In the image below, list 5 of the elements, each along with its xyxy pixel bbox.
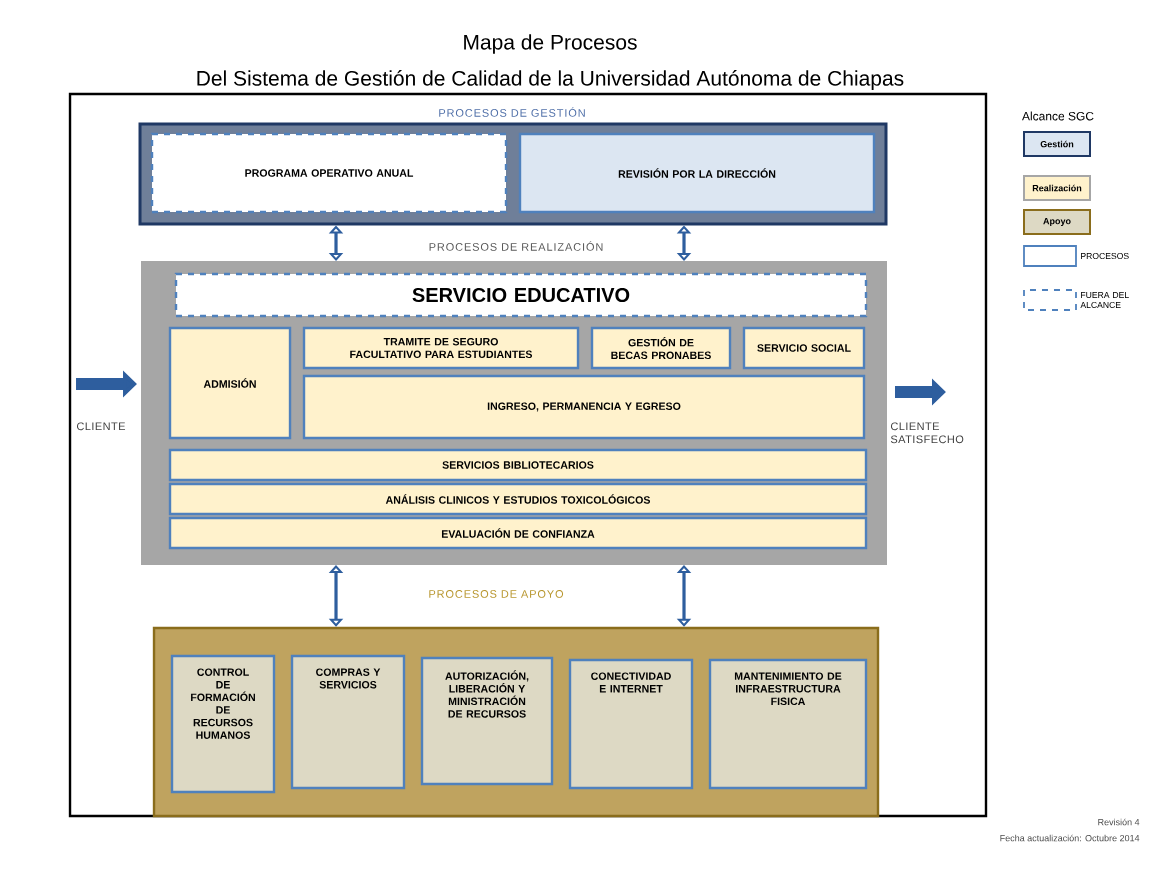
subtitle: Del Sistema de Gestión de Calidad de la Universidad Autónoma de Chiapas bbox=[197, 70, 904, 90]
arrow bbox=[328, 565, 344, 627]
process-box: SERVICIO EDUCATIVO bbox=[174, 272, 868, 318]
title: Mapa de Procesos bbox=[464, 34, 637, 54]
arrow bbox=[676, 565, 692, 627]
